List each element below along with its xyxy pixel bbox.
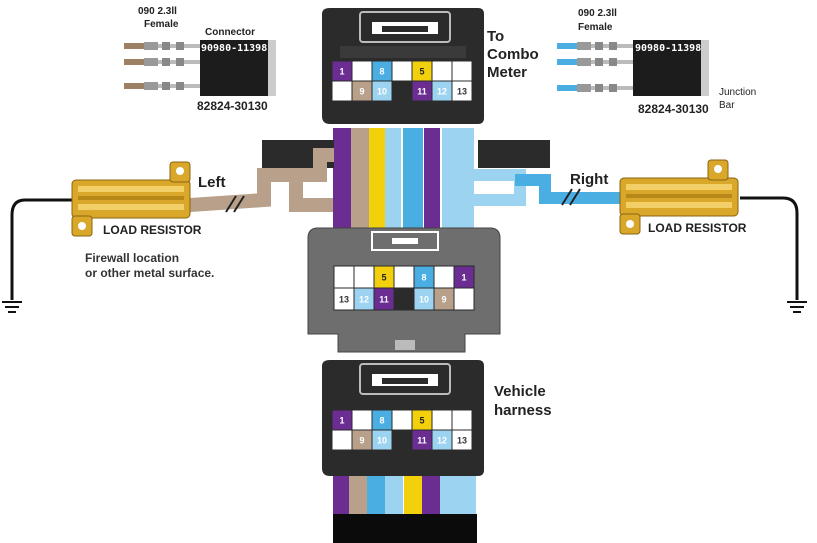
bottom-pin-cell bbox=[351, 409, 373, 431]
top-pin-grid: 1 8 5 9 10 11 12 13 bbox=[331, 60, 473, 102]
top-pin-cell bbox=[391, 60, 413, 82]
right-terminal-pins bbox=[557, 40, 709, 96]
top-pin-cell bbox=[451, 80, 473, 102]
top-pin: 11 bbox=[417, 87, 427, 97]
left-load-resistor bbox=[2, 161, 191, 313]
top-pin: 5 bbox=[419, 67, 424, 77]
top-pin-cell bbox=[451, 60, 473, 82]
top-pin: 13 bbox=[457, 87, 467, 97]
vehicle-harness-line1: Vehicle bbox=[494, 383, 546, 400]
middle-pin: 5 bbox=[381, 273, 386, 283]
bottom-pin: 10 bbox=[377, 436, 387, 446]
note-line1: Firewall location bbox=[85, 251, 180, 265]
vehicle-harness-line2: harness bbox=[494, 402, 552, 419]
left-direction-label: Left bbox=[198, 174, 226, 191]
junction-label-line1: Junction bbox=[719, 87, 757, 98]
top-pin-cell bbox=[431, 60, 453, 82]
right-terminal-gender: Female bbox=[578, 22, 613, 33]
middle-pin-cell bbox=[393, 287, 415, 311]
bottom-pin-cell bbox=[451, 409, 473, 431]
left-connector-part: 90980-11398 bbox=[201, 43, 268, 54]
top-pin-cell bbox=[331, 80, 353, 102]
top-pin: 1 bbox=[339, 67, 344, 77]
middle-pin: 9 bbox=[441, 295, 446, 305]
middle-pin-grid: 5 8 1 13 12 11 10 9 bbox=[333, 265, 475, 311]
middle-pin-cell bbox=[453, 287, 475, 311]
combo-meter-line1: To bbox=[487, 28, 505, 45]
bottom-pin: 1 bbox=[339, 416, 344, 426]
combo-meter-line2: Combo bbox=[487, 46, 539, 63]
top-pin-cell bbox=[351, 60, 373, 82]
right-direction-label: Right bbox=[570, 171, 609, 188]
top-pin: 12 bbox=[437, 87, 447, 97]
bottom-pin: 8 bbox=[379, 416, 384, 426]
middle-connector: 5 8 1 13 12 11 10 9 bbox=[307, 227, 501, 353]
bottom-pin-cell bbox=[431, 409, 453, 431]
right-resistor-label: LOAD RESISTOR bbox=[648, 221, 747, 235]
right-terminal-spec: 090 2.3ll bbox=[578, 8, 617, 19]
combo-meter-line3: Meter bbox=[487, 64, 528, 81]
left-splice bbox=[189, 140, 334, 213]
top-pin-cell bbox=[391, 80, 413, 102]
left-connector-label: Connector bbox=[205, 27, 255, 38]
middle-pin-cell bbox=[333, 265, 355, 289]
left-terminal-pins bbox=[124, 40, 276, 96]
bottom-pin: 13 bbox=[457, 436, 467, 446]
middle-pin: 8 bbox=[421, 273, 426, 283]
bottom-pin-cell bbox=[451, 429, 473, 451]
harness-wire-bundle bbox=[333, 476, 477, 543]
middle-pin-cell bbox=[353, 265, 375, 289]
bottom-pin: 5 bbox=[419, 416, 424, 426]
top-pin: 9 bbox=[359, 87, 364, 97]
bottom-pin-cell bbox=[331, 429, 353, 451]
upper-wire-bundle bbox=[333, 128, 474, 238]
middle-pin-cell bbox=[433, 265, 455, 289]
middle-pin: 1 bbox=[461, 273, 466, 283]
right-connector-part: 90980-11398 bbox=[635, 43, 702, 54]
top-connector: 1 8 5 9 10 11 12 13 bbox=[322, 8, 484, 124]
left-terminal-gender: Female bbox=[144, 19, 179, 30]
middle-pin-cell bbox=[393, 265, 415, 289]
left-terminal-part: 82824-30130 bbox=[197, 99, 268, 113]
right-terminal-part: 82824-30130 bbox=[638, 102, 709, 116]
middle-pin: 11 bbox=[379, 295, 389, 305]
bottom-pin: 9 bbox=[359, 436, 364, 446]
bottom-pin: 12 bbox=[437, 436, 447, 446]
bottom-pin-grid: 1 8 5 9 10 11 12 13 bbox=[331, 409, 473, 451]
bottom-pin-cell bbox=[391, 409, 413, 431]
bottom-pin-cell bbox=[391, 429, 413, 451]
top-pin: 10 bbox=[377, 87, 387, 97]
middle-pin: 12 bbox=[359, 295, 369, 305]
bottom-pin: 11 bbox=[417, 436, 427, 446]
junction-label-line2: Bar bbox=[719, 100, 735, 111]
middle-pin: 10 bbox=[419, 295, 429, 305]
middle-pin: 13 bbox=[339, 295, 349, 305]
top-pin: 8 bbox=[379, 67, 384, 77]
bottom-connector: 1 8 5 9 10 11 12 13 bbox=[322, 360, 484, 476]
left-terminal-spec: 090 2.3ll bbox=[138, 6, 177, 17]
right-load-resistor bbox=[619, 159, 807, 313]
right-splice bbox=[460, 140, 620, 206]
left-resistor-label: LOAD RESISTOR bbox=[103, 223, 202, 237]
note-line2: or other metal surface. bbox=[85, 266, 215, 280]
